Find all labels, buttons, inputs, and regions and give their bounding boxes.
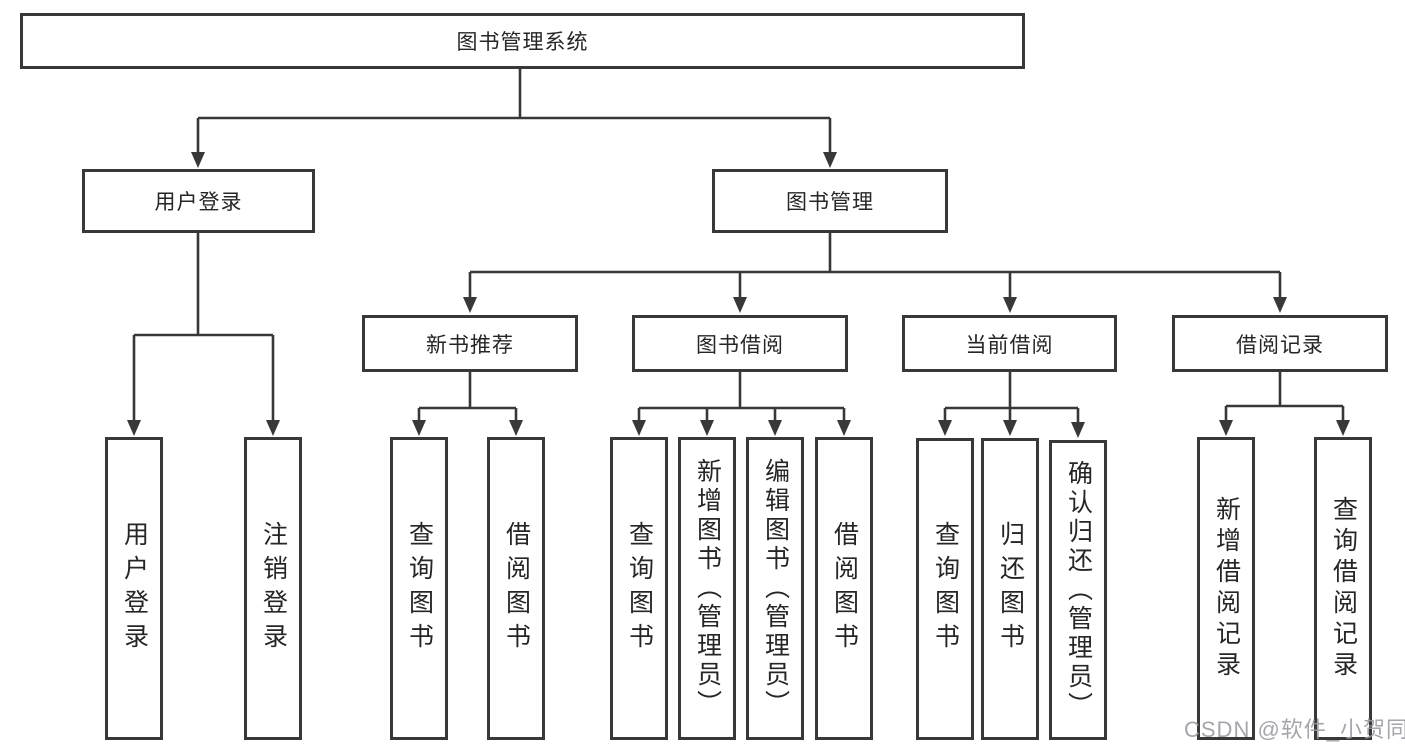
node-root: 图书管理系统 bbox=[20, 13, 1025, 69]
arrowhead-br-add bbox=[1219, 420, 1233, 436]
arrowhead-login-logout bbox=[266, 420, 280, 436]
node-cb-confirm: 确认归还（管理员） bbox=[1049, 440, 1107, 740]
node-bb-add: 新增图书（管理员） bbox=[678, 437, 736, 740]
node-br-query: 查询借阅记录 bbox=[1314, 437, 1372, 740]
node-new-book: 新书推荐 bbox=[362, 315, 578, 372]
arrowhead-login-user bbox=[127, 420, 141, 436]
arrowhead-book-mgmt bbox=[823, 152, 837, 168]
arrowhead-user-login bbox=[191, 152, 205, 168]
node-bb-query: 查询图书 bbox=[610, 437, 668, 740]
node-bb-edit: 编辑图书（管理员） bbox=[746, 437, 804, 740]
node-book-mgmt: 图书管理 bbox=[712, 169, 948, 233]
arrowhead-current-borrow bbox=[1003, 297, 1017, 313]
node-nb-query: 查询图书 bbox=[390, 437, 448, 740]
node-user-login: 用户登录 bbox=[82, 169, 315, 233]
node-cb-query: 查询图书 bbox=[916, 438, 974, 740]
arrowhead-bb-query bbox=[632, 420, 646, 436]
arrowhead-book-borrow bbox=[733, 297, 747, 313]
node-br-add: 新增借阅记录 bbox=[1197, 437, 1255, 740]
arrowhead-bb-add bbox=[700, 420, 714, 436]
arrowhead-bb-edit bbox=[768, 420, 782, 436]
arrowhead-bb-borrow bbox=[837, 420, 851, 436]
arrowhead-cb-query bbox=[938, 420, 952, 436]
node-cb-return: 归还图书 bbox=[981, 438, 1039, 740]
node-login-user: 用户登录 bbox=[105, 437, 163, 740]
node-borrow-record: 借阅记录 bbox=[1172, 315, 1388, 372]
node-current-borrow: 当前借阅 bbox=[902, 315, 1117, 372]
arrowhead-br-query bbox=[1336, 420, 1350, 436]
node-nb-borrow: 借阅图书 bbox=[487, 437, 545, 740]
watermark-text: CSDN @软件_小贺同学 bbox=[1184, 717, 1405, 742]
node-login-logout: 注销登录 bbox=[244, 437, 302, 740]
node-bb-borrow: 借阅图书 bbox=[815, 437, 873, 740]
arrowhead-cb-confirm bbox=[1071, 422, 1085, 438]
arrowhead-new-book bbox=[463, 297, 477, 313]
arrowhead-cb-return bbox=[1003, 420, 1017, 436]
arrowhead-borrow-record bbox=[1273, 297, 1287, 313]
node-book-borrow: 图书借阅 bbox=[632, 315, 848, 372]
arrowhead-nb-query bbox=[412, 420, 426, 436]
arrowhead-nb-borrow bbox=[509, 420, 523, 436]
